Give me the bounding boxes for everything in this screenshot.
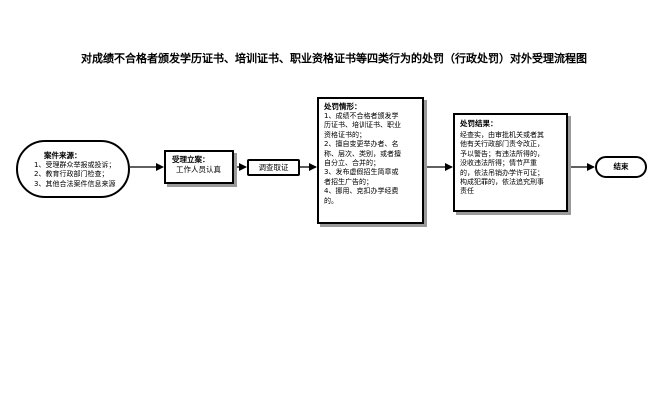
situation-line: 自分立、合并的； xyxy=(324,159,380,168)
diagram-title: 对成绩不合格者颁发学历证书、培训证书、职业资格证书等四类行为的处罚（行政处罚）对… xyxy=(81,52,587,65)
result-line: 的，依法吊销办学许可证； xyxy=(460,168,544,177)
situation-line: 者招生广告的； xyxy=(324,177,373,186)
result-line: 经查实，由审批机关或者其 xyxy=(460,131,544,139)
result-line: 构成犯罪的，依法追究刑事 xyxy=(460,178,544,187)
investigate-label: 调查取证 xyxy=(258,163,289,172)
case-source-node: 案件来源： 1、受理群众举报或投诉； 2、教育行政部门检查； 3、其他合法案件信… xyxy=(16,140,130,198)
situation-line: 的。 xyxy=(324,196,338,205)
end-label: 结束 xyxy=(613,162,629,171)
situation-line: 称、层次、类别，或者擅 xyxy=(324,149,401,158)
situations-header: 处罚情形： xyxy=(324,102,362,111)
result-line: 没收违法所得；情节严重 xyxy=(460,159,537,168)
case-source-item: 2、教育行政部门检查； xyxy=(34,170,109,179)
register-node: 受理立案： 工作人员认真 xyxy=(164,150,234,184)
case-source-header: 案件来源： xyxy=(44,151,82,160)
situation-line: 4、挪用、克扣办学经费 xyxy=(324,187,399,196)
investigate-node: 调查取证 xyxy=(247,159,300,176)
result-header: 处罚结果： xyxy=(460,119,498,128)
end-node: 结束 xyxy=(595,156,647,178)
penalty-result-node: 处罚结果： 经查实，由审批机关或者其 他有关行政部门责令改正， 予以警告；有违法… xyxy=(453,113,568,212)
situation-line: 资格证书的； xyxy=(324,130,366,139)
situation-line: 3、发布虚假招生简章或 xyxy=(324,168,399,177)
case-source-item: 1、受理群众举报或投诉； xyxy=(34,161,116,169)
penalty-situations-node: 处罚情形： 1、成绩不合格者颁发学 历证书、培训证书、职业 资格证书的； 2、擅… xyxy=(317,97,424,224)
result-line: 予以警告；有违法所得的， xyxy=(460,149,544,158)
situation-line: 历证书、培训证书、职业 xyxy=(324,121,401,130)
register-header: 受理立案： xyxy=(172,155,210,164)
result-line: 责任 xyxy=(460,187,474,196)
result-line: 他有关行政部门责令改正， xyxy=(460,140,544,149)
situation-line: 1、成绩不合格者颁发学 xyxy=(324,112,399,120)
case-source-item: 3、其他合法案件信息来源 xyxy=(34,179,116,188)
register-body: 工作人员认真 xyxy=(176,165,221,174)
situation-line: 2、擅自变更举办者、名 xyxy=(324,140,399,149)
